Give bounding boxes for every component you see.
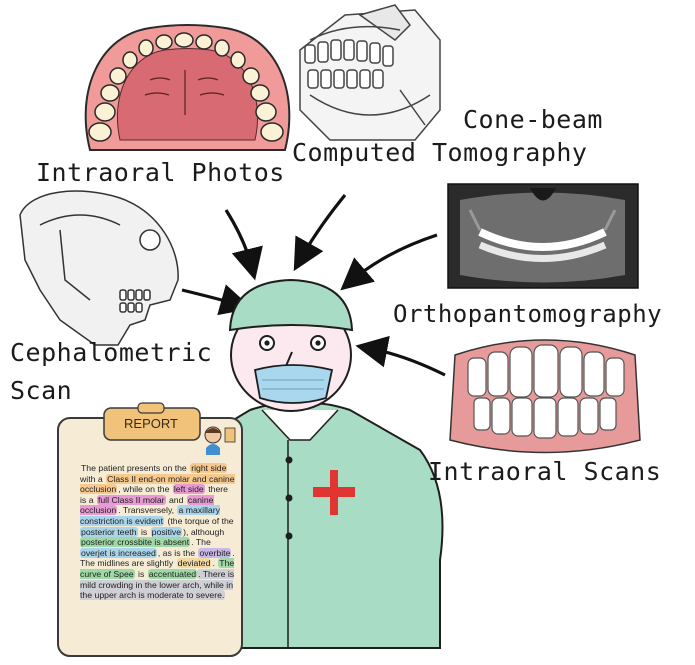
report-segment: . Transversely, [117,505,177,515]
report-segment: is [135,569,148,579]
report-segment: posterior teeth [80,527,138,537]
label-cbct-line1: Cone-beam [463,105,603,134]
skull-ceph-drawing [20,191,178,345]
report-segment: is [138,527,151,537]
report-segment: deviated [177,558,212,568]
label-ceph-line1: Cephalometric [10,338,212,367]
report-segment: (the torque of the [164,516,235,526]
report-segment: accentuated [148,569,197,579]
label-ceph-line2: Scan [10,376,72,405]
label-opg: Orthopantomography [393,300,662,328]
report-segment: . The [190,537,212,547]
cbct-jaw-model [300,5,440,140]
report-segment: posterior crossbite is absent [80,537,190,547]
report-segment: positive [151,527,182,537]
upper-arch-photo [86,25,290,150]
report-segment: , while on the [117,484,173,494]
opg-xray [448,184,638,288]
report-segment: overjet is increased [80,548,157,558]
report-segment: overbite [198,548,231,558]
report-title: REPORT [106,412,196,436]
report-segment: , as is the [157,548,199,558]
report-segment: right side [190,463,227,473]
report-segment: full Class II molar [97,495,166,505]
report-segment: left side [173,484,205,494]
report-body: The patient presents on the right side w… [80,463,236,601]
report-segment: ), although [182,527,225,537]
report-segment: The patient presents on the [80,463,190,473]
label-intraoral-scans: Intraoral Scans [428,457,661,486]
intraoral-scan-teeth [450,340,640,453]
report-segment: and [166,495,187,505]
label-cbct-line2: Computed Tomography [292,138,587,167]
label-intraoral-photos: Intraoral Photos [36,158,285,187]
